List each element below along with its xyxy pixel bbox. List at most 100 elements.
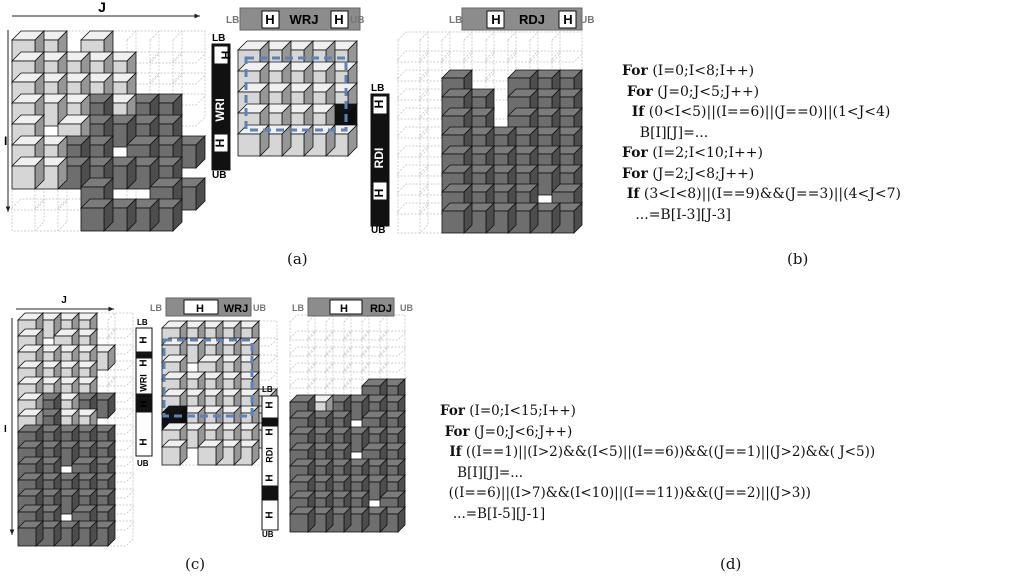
panel-c-wri-lb: LB	[137, 318, 148, 327]
code-listing-b: For (I=0;I<8;I++) For (J=0;J<5;J++) If (…	[622, 61, 901, 225]
panel-c-wrj-h-box	[183, 299, 219, 315]
panel-a-wri-h-top-box	[213, 45, 229, 65]
code-text: B[I][J]=...	[440, 464, 524, 481]
code-keyword: For	[622, 145, 648, 161]
code-text: (0<I<5)||(I==6)||(J==0)||(1<J<4)	[644, 104, 891, 120]
code-keyword: If	[440, 444, 462, 460]
panel-c-rdj-ub: UB	[400, 303, 413, 313]
panel-c-i-label: I	[4, 424, 7, 435]
code-line: For (I=2;I<10;I++)	[622, 143, 901, 164]
panel-c-rdj-h: H	[340, 303, 348, 315]
code-text: (J=0;J<6;J++)	[469, 423, 573, 440]
panel-a-rdi-ub: UB	[371, 225, 385, 236]
code-text: B[I][J]=...	[622, 124, 709, 141]
panel-c-rdj-name: RDJ	[370, 303, 392, 315]
caption-a: (a)	[287, 250, 308, 268]
panel-a-wri-lb: LB	[212, 33, 225, 44]
panel-c-wri-h-4: H	[139, 438, 150, 445]
panel-a-i-label: I	[4, 134, 7, 148]
panel-a-i-axis-head	[5, 206, 11, 212]
panel-c-rdi-h-4: H	[265, 511, 276, 518]
panel-c-wrj-h: H	[196, 303, 204, 315]
panel-a-rdj-lb: LB	[449, 15, 462, 26]
ghost-cell	[397, 164, 429, 196]
cube-face	[237, 133, 261, 157]
code-line: B[I][J]=...	[622, 123, 901, 144]
overlay-layer	[5, 7, 583, 535]
panel-a-wrj-h2-box	[330, 10, 349, 29]
panel-a-rdi-h-top: H	[372, 100, 386, 109]
panel-a-wrj-lb: LB	[226, 15, 239, 26]
panel-c-rdj-lb: LB	[292, 303, 304, 313]
code-text: (I=0;I<8;I++)	[647, 63, 755, 79]
cube-face	[197, 446, 217, 466]
panel-c-rdi-h-3: H	[265, 474, 276, 481]
panel-c-wri-bar	[135, 327, 153, 457]
code-line: If (0<I<5)||(I==6)||(J==0)||(1<J<4)	[622, 102, 901, 123]
panel-a-rdj-ub: UB	[580, 15, 594, 26]
code-text: (J=2;J<8;J++)	[647, 165, 755, 182]
caption-d: (d)	[720, 555, 742, 573]
panel-c-wri-h-1: H	[139, 336, 150, 343]
code-line: ...=B[I-3][J-3]	[622, 205, 901, 226]
cube-face	[161, 446, 181, 466]
code-text: ...=B[I-5][J-1]	[440, 505, 546, 522]
panel-c-wrj-lb: LB	[150, 303, 162, 313]
panel-a-wrj-ub: UB	[350, 15, 364, 26]
cube-face	[80, 207, 105, 232]
panel-a-wrj-h2: H	[334, 12, 343, 27]
code-line: For (J=0;J<5;J++)	[622, 82, 901, 103]
ghost-cell	[397, 145, 429, 177]
panel-c-rdi-h-1: H	[265, 401, 276, 408]
panel-a-j-label: J	[98, 0, 106, 15]
panel-c-wri-h-3: H	[139, 400, 150, 407]
code-text: ((I==6)||(I>7)&&(I<10)||(I==11))&&((J==2…	[440, 485, 811, 501]
panel-c-wri-ub: UB	[137, 459, 149, 468]
panel-a-rdi-lb: LB	[371, 83, 384, 94]
panel-c-rdi-h-2: H	[265, 428, 276, 435]
code-text: ...=B[I-3][J-3]	[622, 206, 731, 223]
panel-a-wri-h-top: H	[219, 51, 233, 60]
code-keyword: If	[622, 186, 640, 202]
panel-a-wri-ub: UB	[212, 170, 226, 181]
panel-a-wri-name: WRI	[213, 98, 227, 121]
code-listing-d: For (I=0;I<15;I++) For (J=0;J<6;J++) If …	[440, 401, 875, 524]
panel-c-wrj-ub: UB	[253, 303, 266, 313]
panel-c-dashed-window	[162, 338, 254, 418]
ghost-cell	[397, 31, 429, 63]
panel-a-wrj-h: H	[265, 12, 274, 27]
caption-c: (c)	[185, 555, 206, 573]
code-text: (I=2;I<10;I++)	[647, 145, 763, 161]
panel-a-rdi-h-top-box	[372, 95, 388, 115]
code-line: ...=B[I-5][J-1]	[440, 504, 875, 525]
code-line: For (J=0;J<6;J++)	[440, 422, 875, 443]
code-text: ((I==1)||(I>2)&&(I<5)||(I==6))&&((J==1)|…	[461, 444, 876, 460]
ghost-cell	[11, 198, 45, 232]
cube-face	[17, 527, 37, 547]
code-line: If ((I==1)||(I>2)&&(I<5)||(I==6))&&((J==…	[440, 442, 875, 463]
ghost-cell	[397, 69, 429, 101]
panel-c-j-axis-head	[108, 306, 114, 312]
panel-a-rdj-h2: H	[563, 12, 572, 27]
code-keyword: For	[622, 165, 648, 182]
panel-a-rdj-h: H	[491, 12, 500, 27]
panel-a-rdj-h2-box	[558, 10, 577, 29]
panel-c-rdi-name: RDI	[264, 447, 274, 463]
cube-face	[11, 165, 36, 190]
panel-c-wri-blk2	[135, 393, 153, 413]
panel-c-rdi-ub: UB	[262, 530, 274, 539]
ghost-cell	[397, 88, 429, 120]
panel-a-dashed-window	[244, 56, 348, 132]
panel-c-rdi-lb: LB	[262, 385, 273, 394]
code-text: (I=0;I<15;I++)	[464, 403, 576, 419]
code-keyword: If	[622, 104, 645, 120]
code-line: For (J=2;J<8;J++)	[622, 164, 901, 185]
ghost-cell	[397, 202, 429, 234]
panel-a-wri-h-bot-box	[213, 133, 229, 153]
caption-b: (b)	[787, 250, 809, 268]
panel-c-rdj-h-box	[329, 299, 363, 315]
code-keyword: For	[622, 63, 648, 79]
code-line: B[I][J]=...	[440, 463, 875, 484]
ghost-cell	[397, 183, 429, 215]
